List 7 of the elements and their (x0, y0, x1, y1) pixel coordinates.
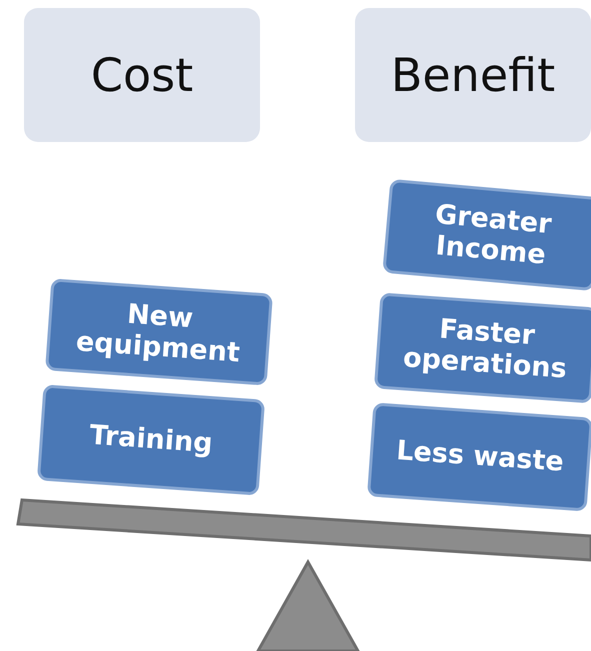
item-box: Faster operations (374, 292, 591, 404)
item-box: Training (36, 384, 266, 496)
heading-box: Cost (24, 8, 260, 142)
item-box: Greater Income (382, 178, 591, 292)
heading-box: Benefit (355, 8, 591, 142)
item-box: Less waste (367, 402, 591, 512)
item-box: New equipment (45, 278, 273, 386)
